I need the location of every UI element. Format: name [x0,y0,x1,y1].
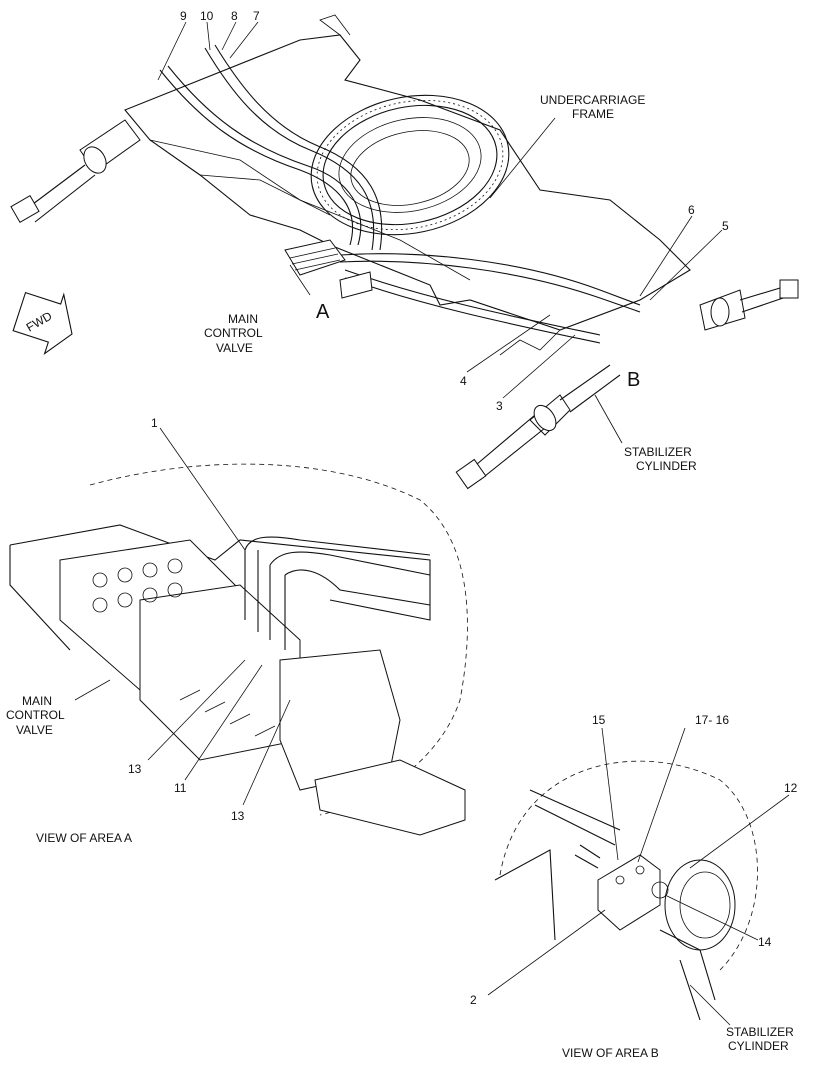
fwd-arrow [12,291,73,355]
callout-10: 10 [200,9,214,23]
stabilizer-b-label-1: STABILIZER [726,1025,794,1039]
main-valve-top-label-1: MAIN [228,312,258,326]
callout-leaders-area-a [74,427,291,806]
stabilizer-cylinder-right [699,279,799,331]
callout-leaders-area-b [487,727,790,1026]
undercarriage-label-2: FRAME [572,107,614,121]
stabilizer-top-label-1: STABILIZER [624,445,692,459]
callout-2: 2 [470,993,477,1007]
callout-8: 8 [231,9,238,23]
callout-11: 11 [174,781,187,795]
main-valve-top-label-2: CONTROL [204,326,263,340]
stabilizer-cylinder-lower [455,364,621,490]
fwd-label: FWD [24,309,55,335]
main-valve-a-label-3: VALVE [16,723,53,737]
callout-13-left: 13 [128,762,142,776]
stabilizer-top-label-2: CYLINDER [636,459,697,473]
callout-12: 12 [784,781,798,795]
callout-3: 3 [496,399,503,413]
view-area-a-caption: VIEW OF AREA A [36,831,132,845]
area-b-marker: B [627,369,640,391]
callout-17-16: 17- 16 [695,713,729,727]
callout-5: 5 [722,219,729,233]
area-a-marker: A [316,301,330,323]
main-valve-a-label-1: MAIN [22,694,52,708]
callout-4: 4 [460,374,467,388]
callout-6: 6 [688,203,695,217]
main-valve-top-label-3: VALVE [216,341,253,355]
hydraulic-hose-bundle-top [159,44,641,344]
stabilizer-b-label-2: CYLINDER [728,1039,789,1053]
callout-14: 14 [758,935,772,949]
main-valve-a-label-2: CONTROL [6,708,65,722]
main-control-valve-top [284,239,373,299]
callout-9: 9 [180,9,187,23]
swing-bearing-ring [310,94,510,236]
undercarriage-frame [124,14,691,356]
callout-leaders-top [157,21,723,444]
stabilizer-cylinder-left [10,119,141,223]
callout-13-right: 13 [231,809,245,823]
area-b-detail [494,760,758,1021]
area-a-detail [9,463,468,836]
callout-15: 15 [592,713,606,727]
view-area-b-caption: VIEW OF AREA B [562,1046,659,1060]
undercarriage-label-1: UNDERCARRIAGE [540,93,645,107]
callout-7: 7 [253,9,260,23]
callout-1: 1 [151,416,158,430]
